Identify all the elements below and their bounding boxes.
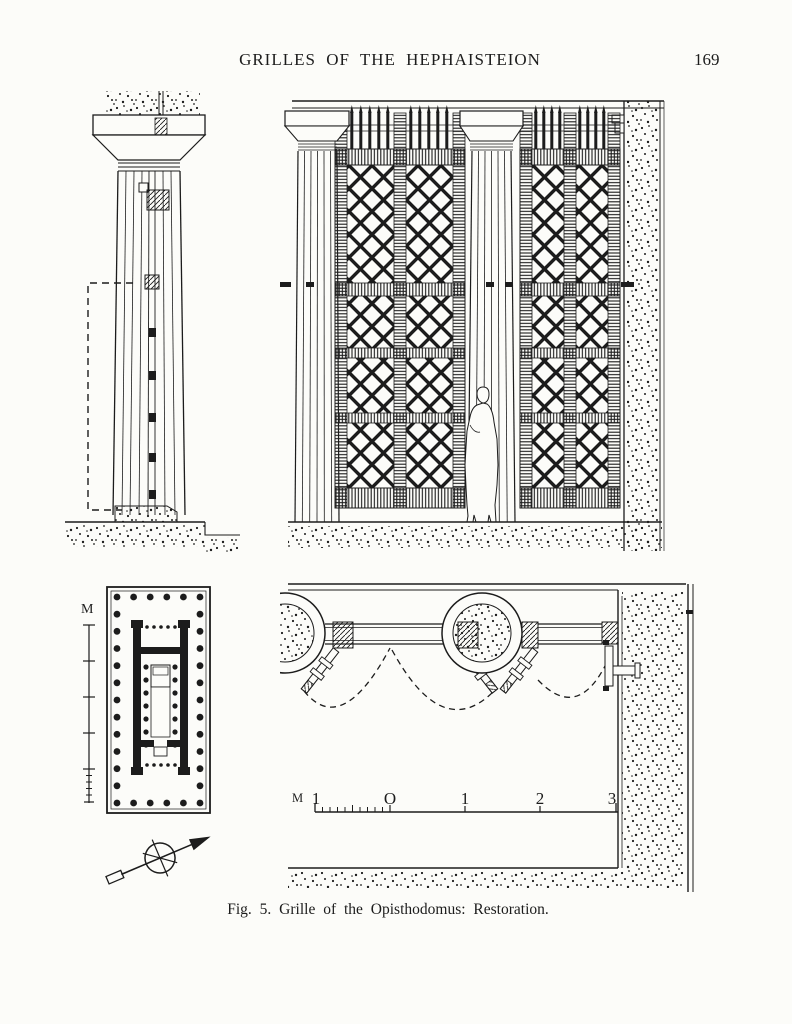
wall-section xyxy=(603,584,694,892)
lattice-field xyxy=(406,423,453,488)
page-number: 169 xyxy=(694,50,720,69)
dashed-grille-outline xyxy=(87,282,133,511)
grille-plan-rails xyxy=(325,623,602,645)
grille-panel-left xyxy=(334,105,466,509)
scale-unit-label: M xyxy=(292,791,303,805)
scale-tick-label: O xyxy=(384,789,396,808)
temple-plan xyxy=(106,586,211,814)
porch-column-left xyxy=(283,110,351,523)
lattice-field xyxy=(347,358,394,413)
banded-post xyxy=(607,112,621,509)
swing-arcs xyxy=(303,647,608,711)
figure-caption: Fig. 5. Grille of the Opisthodomus: Rest… xyxy=(227,901,549,918)
scale-bar: M 1 O 1 2 3 xyxy=(292,789,618,813)
grille-anchor-blocks xyxy=(332,621,619,649)
anta-wall-section xyxy=(611,101,665,551)
column-elevation-figure xyxy=(65,91,240,552)
column-shaft xyxy=(112,170,186,516)
ground-line xyxy=(288,521,662,548)
lattice-field xyxy=(532,358,564,413)
north-arrow-compass xyxy=(105,836,211,885)
scale-tick-label: 1 xyxy=(461,789,470,808)
porch-column-middle xyxy=(458,110,525,523)
grille-panel-right xyxy=(519,105,621,509)
scale-unit-label: M xyxy=(81,602,94,617)
statue-base xyxy=(150,664,171,738)
column-section xyxy=(441,592,523,674)
lattice-field xyxy=(406,358,453,413)
grille-elevation-figure xyxy=(280,100,665,551)
lattice-field xyxy=(532,423,564,488)
lattice-field xyxy=(576,358,608,413)
ground-line xyxy=(65,521,240,552)
level-line-ticks xyxy=(280,282,634,287)
lattice-field xyxy=(347,296,394,348)
lattice-field xyxy=(576,165,608,283)
floor-edge xyxy=(288,867,684,888)
lattice-field xyxy=(347,423,394,488)
scale-tick-label: 1 xyxy=(312,789,321,808)
page-title: GRILLES OF THE HEPHAISTEION xyxy=(239,50,541,69)
ceiling-soffit-block xyxy=(105,91,200,115)
door-jamb-detail xyxy=(603,640,641,691)
temple-plan-figure: M xyxy=(81,586,211,885)
banded-post xyxy=(519,112,533,509)
sill-block xyxy=(114,505,178,523)
epistyle xyxy=(292,100,664,109)
lattice-field xyxy=(576,296,608,348)
lattice-field xyxy=(406,165,453,283)
banded-post xyxy=(452,112,466,509)
scale-tick-label: 2 xyxy=(536,789,545,808)
lattice-field xyxy=(347,165,394,283)
lattice-field xyxy=(532,296,564,348)
scale-tick-label: 3 xyxy=(608,789,617,808)
column-section xyxy=(280,592,326,674)
cella xyxy=(131,620,190,775)
lattice-field xyxy=(532,165,564,283)
lattice-field xyxy=(406,296,453,348)
banded-post xyxy=(563,112,577,509)
vertical-scale: M xyxy=(81,602,95,803)
human-figure-silhouette xyxy=(464,386,499,523)
doric-capital xyxy=(91,114,207,172)
plan-detail-figure: M 1 O 1 2 3 xyxy=(280,583,694,892)
grille-pin-slot xyxy=(138,182,170,499)
banded-post xyxy=(393,112,407,509)
lattice-field xyxy=(576,423,608,488)
